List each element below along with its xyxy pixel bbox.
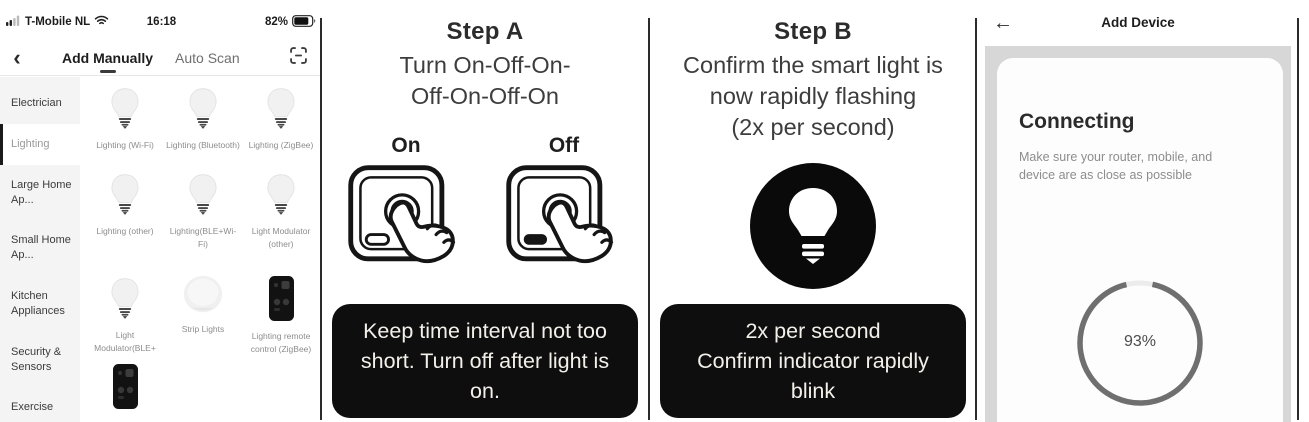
back-arrow-icon[interactable]: ←: [993, 12, 1013, 34]
remote-icon: [112, 363, 139, 415]
off-label: Off: [548, 134, 580, 158]
switch-on-illustration: [342, 162, 470, 287]
panel-connecting-screen: ← Add Device Connecting Make sure your r…: [977, 0, 1299, 422]
sidebar-item-exercise[interactable]: Exercise: [0, 387, 80, 422]
wifi-icon: [94, 15, 109, 29]
add-device-header: ← Add Device: [977, 10, 1299, 40]
switch-off-illustration: [500, 162, 628, 287]
panel-add-manually-screen: T-Mobile NL 16:18 82% ‹ Add Manually Aut…: [0, 0, 321, 422]
device-type-label: Lighting (ZigBee): [248, 140, 314, 150]
battery-icon: [292, 14, 317, 30]
device-type-cell[interactable]: Light Modulator (other): [242, 171, 320, 275]
sidebar-item-security-sensors[interactable]: Security & Sensors: [0, 331, 80, 388]
device-type-cell[interactable]: [86, 363, 164, 421]
step-b-note-banner: 2x per second Confirm indicator rapidly …: [660, 304, 966, 418]
device-grid-area: Lighting (Wi-Fi) Lighting (Bluetooth) Ligh…: [80, 77, 322, 422]
qr-scan-icon[interactable]: [288, 45, 309, 71]
device-type-label: Light Modulator(BLE+: [94, 330, 156, 353]
device-type-label: Light Modulator (other): [251, 226, 311, 249]
progress-ring: 93%: [1070, 273, 1210, 413]
divider-3: [975, 18, 977, 420]
clock: 16:18: [146, 16, 177, 28]
status-bar: T-Mobile NL 16:18 82%: [6, 12, 317, 32]
connecting-subtext-line1: Make sure your router, mobile, and: [1019, 150, 1213, 164]
bulb-icon: [108, 275, 142, 326]
connecting-subtext-line2: device are as close as possible: [1019, 168, 1193, 183]
device-type-label: Lighting (Bluetooth): [166, 140, 240, 150]
device-type-cell[interactable]: Light Modulator(BLE+: [86, 275, 164, 363]
step-a-instruction-line1: Turn On-Off-On-: [399, 52, 571, 78]
bulb-icon: [264, 171, 298, 222]
step-b-instruction-line2: now rapidly flashing: [709, 83, 917, 110]
carrier-label: T-Mobile NL: [25, 16, 91, 28]
step-a-instruction-line2: Off-On-Off-On: [411, 83, 559, 110]
device-type-label: Lighting remote control (ZigBee): [250, 331, 312, 354]
bulb-icon: [108, 85, 142, 136]
battery-percent: 82%: [264, 16, 288, 28]
step-a-note-text: Keep time interval not too short. Turn o…: [360, 318, 610, 404]
tab-auto-scan[interactable]: Auto Scan: [175, 49, 240, 66]
remote-icon: [268, 275, 295, 327]
step-b-note-line2: Confirm indicator rapidly blink: [697, 348, 929, 404]
nav-bar: ‹ Add Manually Auto Scan: [0, 40, 321, 76]
sidebar-item-electrician[interactable]: Electrician: [0, 83, 80, 124]
step-b-title: Step B: [774, 18, 852, 45]
on-label: On: [391, 134, 421, 158]
device-type-label: Lighting(BLE+Wi-Fi): [169, 226, 237, 249]
device-type-cell[interactable]: Lighting (Bluetooth): [164, 85, 242, 171]
strip-light-icon: [181, 275, 225, 320]
panel-step-a: Step A Turn On-Off-On- Off-On-Off-On On …: [322, 0, 648, 422]
add-device-title: Add Device: [1101, 15, 1175, 30]
bulb-icon: [264, 85, 298, 136]
progress-percent-label: 93%: [1123, 333, 1157, 350]
panel-step-b: Step B Confirm the smart light is now ra…: [650, 0, 976, 422]
device-type-label: Lighting (Wi-Fi): [96, 140, 154, 150]
device-type-cell[interactable]: Strip Lights: [164, 275, 242, 363]
sidebar-item-small-home-ap[interactable]: Small Home Ap...: [0, 220, 80, 277]
back-chevron-icon[interactable]: ‹: [13, 44, 21, 70]
tab-add-manually[interactable]: Add Manually: [62, 49, 154, 66]
bulb-icon: [186, 85, 220, 136]
connecting-card: Connecting Make sure your router, mobile…: [997, 58, 1283, 422]
connecting-heading: Connecting: [1019, 110, 1135, 133]
bulb-icon: [108, 171, 142, 222]
flashing-bulb-badge: [750, 163, 876, 290]
cell-signal-icon: [6, 15, 21, 29]
step-a-note-banner: Keep time interval not too short. Turn o…: [332, 304, 638, 418]
device-type-cell[interactable]: Lighting (ZigBee): [242, 85, 320, 171]
step-b-note-line1: 2x per second: [745, 318, 881, 343]
lightbulb-icon: [782, 184, 844, 269]
sidebar-item-lighting[interactable]: Lighting: [0, 123, 80, 165]
device-type-cell[interactable]: Lighting (Wi-Fi): [86, 85, 164, 171]
device-type-cell[interactable]: Lighting(BLE+Wi-Fi): [164, 171, 242, 275]
divider-1: [320, 18, 322, 420]
device-type-label: Lighting (other): [96, 226, 154, 236]
sidebar-item-large-home-ap[interactable]: Large Home Ap...: [0, 164, 80, 221]
step-a-title: Step A: [446, 18, 524, 45]
device-type-label: Strip Lights: [181, 324, 225, 334]
device-type-cell[interactable]: Lighting (other): [86, 171, 164, 275]
sidebar-item-kitchen-appliances[interactable]: Kitchen Appliances: [0, 276, 80, 332]
divider-2: [648, 18, 650, 420]
step-b-instruction-line3: (2x per second): [731, 114, 895, 141]
step-b-instruction-line1: Confirm the smart light is: [683, 52, 943, 78]
device-type-cell[interactable]: Lighting remote control (ZigBee): [242, 275, 320, 363]
divider-4: [1297, 18, 1299, 420]
bulb-icon: [186, 171, 220, 222]
